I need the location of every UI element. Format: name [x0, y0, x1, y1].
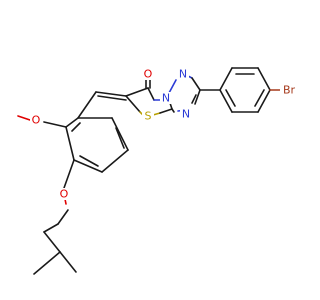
nitrogen-atom-top: N: [177, 68, 189, 81]
bond: [219, 67, 233, 91]
bond: [43, 121, 67, 128]
oxygen-atom-carbonyl: O: [142, 68, 154, 81]
nitrogen-atom-bridgehead: N: [160, 92, 172, 105]
bond: [147, 87, 155, 101]
bond-layer: [17, 67, 283, 275]
oxygen-atom-ether: O: [58, 188, 70, 201]
bond: [65, 126, 75, 161]
bond: [77, 91, 97, 119]
bond: [257, 89, 271, 113]
bond: [159, 108, 173, 114]
bond: [71, 122, 81, 132]
bond: [191, 77, 201, 91]
sulfur-atom: S: [142, 110, 154, 123]
bond: [43, 231, 61, 253]
svg-text:N: N: [162, 92, 170, 105]
bond: [65, 117, 79, 128]
bond: [57, 209, 69, 225]
bromine-atom: Br: [280, 83, 298, 97]
bond: [95, 91, 127, 97]
nitrogen-atom-bottom: N: [180, 108, 192, 121]
bond: [194, 89, 201, 105]
svg-text:O: O: [60, 188, 69, 201]
bond: [33, 251, 61, 275]
bond: [43, 223, 59, 233]
svg-text:N: N: [182, 108, 190, 121]
svg-text:O: O: [32, 114, 41, 127]
svg-text:S: S: [145, 110, 152, 123]
svg-text:Br: Br: [283, 84, 296, 97]
bond: [79, 155, 99, 167]
bond: [73, 159, 103, 173]
bond: [125, 87, 149, 97]
bond: [152, 112, 161, 116]
bond: [111, 117, 129, 151]
molecule-diagram: O N N N S Br O O: [17, 67, 298, 275]
bond: [171, 108, 175, 113]
bond: [59, 251, 77, 273]
bond: [225, 89, 236, 107]
bond: [254, 89, 265, 107]
bond: [191, 94, 197, 104]
bond: [63, 159, 75, 189]
oxygen-atom-methoxy: O: [30, 114, 42, 127]
bond: [168, 79, 177, 94]
bond: [125, 95, 141, 113]
bond: [257, 67, 271, 91]
bond: [101, 149, 129, 173]
svg-text:N: N: [179, 68, 187, 81]
bond: [17, 115, 31, 121]
bond: [219, 89, 233, 113]
atom-labels: O N N N S Br O O: [30, 68, 298, 201]
bond: [97, 95, 127, 101]
svg-text:O: O: [144, 68, 153, 81]
bond: [115, 127, 125, 149]
